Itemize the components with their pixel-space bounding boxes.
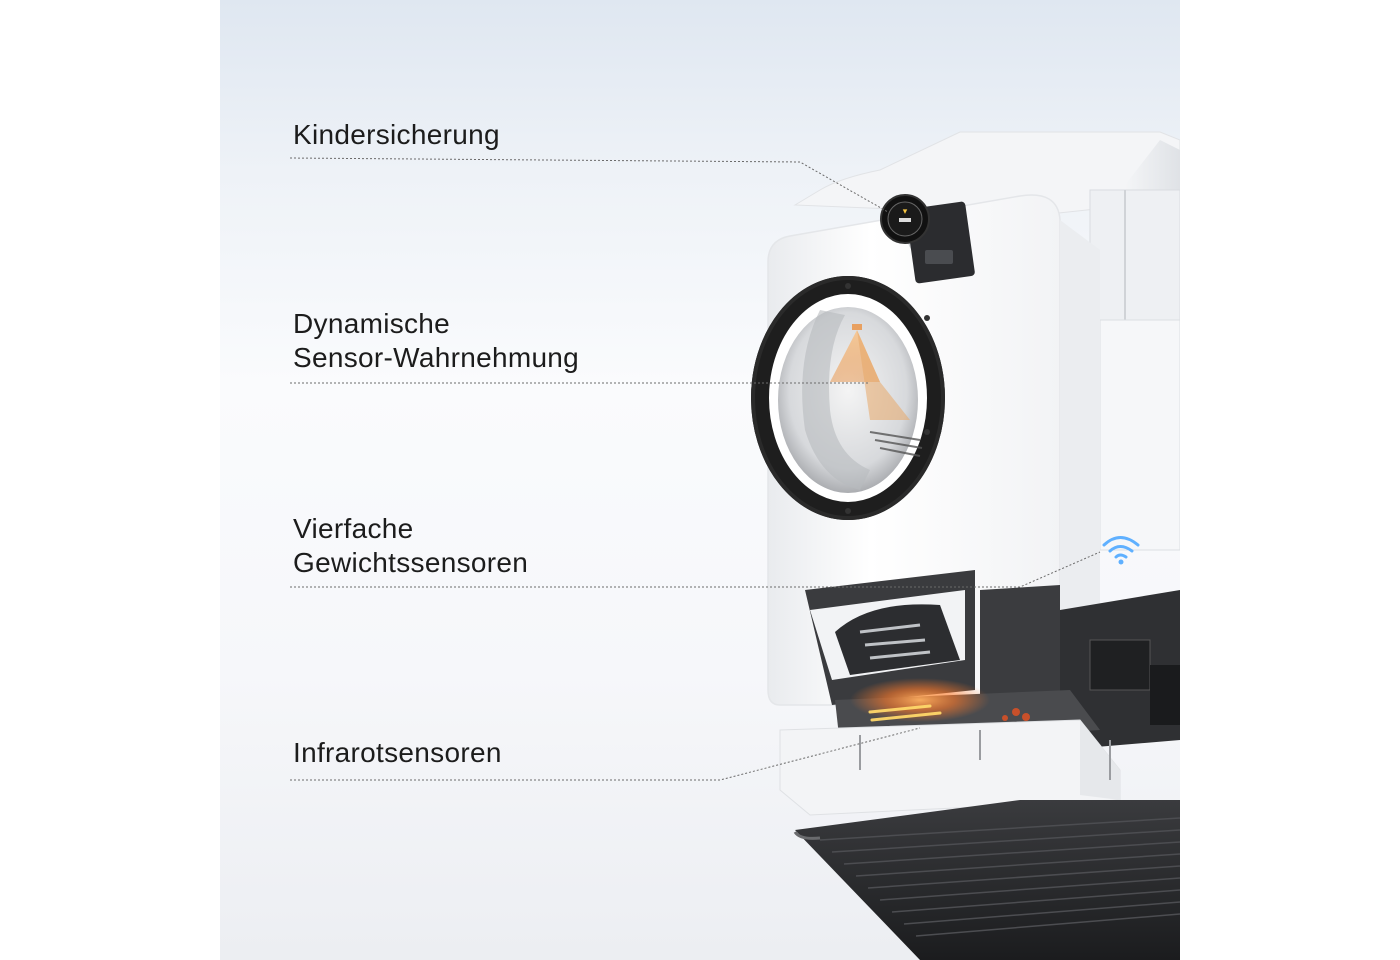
leader-lines xyxy=(289,157,1101,781)
label-kindersicherung: Kindersicherung xyxy=(293,118,500,152)
leader-line-infrarot xyxy=(290,727,921,781)
label-sensor-wahrnehmung: Dynamische Sensor-Wahrnehmung xyxy=(293,307,579,375)
litter-box-illustration: ▾ xyxy=(289,131,1180,960)
label-line: Sensor-Wahrnehmung xyxy=(293,342,580,373)
label-line: Gewichtssensoren xyxy=(293,547,529,578)
top-lid xyxy=(793,131,1180,216)
wifi-icon xyxy=(1102,536,1140,559)
label-line: Vierfache xyxy=(293,513,414,544)
label-line: Dynamische xyxy=(293,308,451,339)
product-image-panel: ▾ xyxy=(220,0,1180,960)
leader-line-kindersicherung xyxy=(289,157,889,213)
leader-line-gewicht xyxy=(290,551,1101,588)
svg-text:▾: ▾ xyxy=(903,206,908,216)
label-gewichtssensoren: Vierfache Gewichtssensoren xyxy=(293,512,528,580)
label-line: Kindersicherung xyxy=(293,119,500,150)
label-line: Infrarotsensoren xyxy=(293,737,502,768)
label-infrarotsensoren: Infrarotsensoren xyxy=(293,736,502,770)
